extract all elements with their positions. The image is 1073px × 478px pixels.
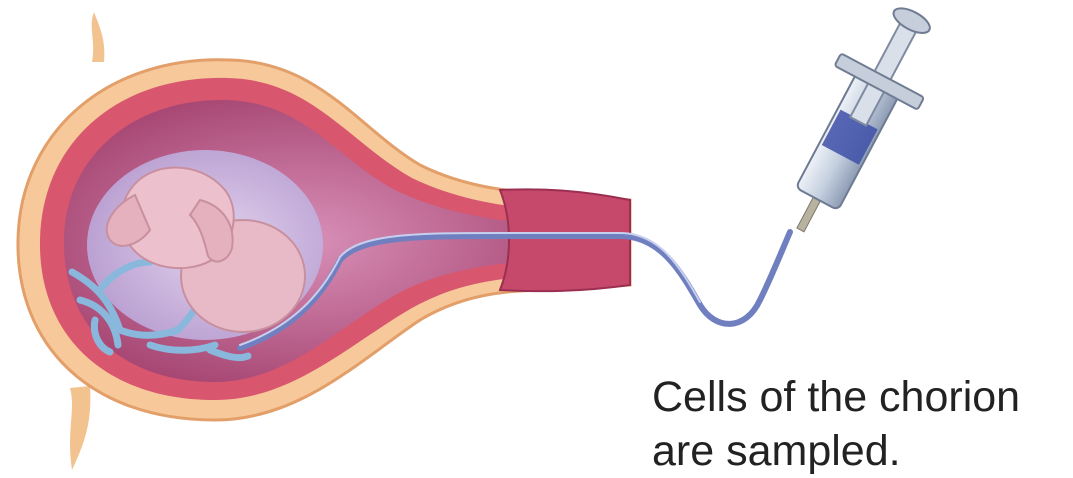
- caption: Cells of the chorion are sampled.: [652, 370, 1067, 478]
- caption-line-1: Cells of the chorion: [652, 370, 1067, 424]
- caption-line-2: are sampled.: [652, 424, 1067, 478]
- lower-ligament: [70, 386, 90, 470]
- cervical-canal: [500, 189, 630, 291]
- upper-ligament: [92, 12, 105, 62]
- syringe-icon: [759, 0, 957, 252]
